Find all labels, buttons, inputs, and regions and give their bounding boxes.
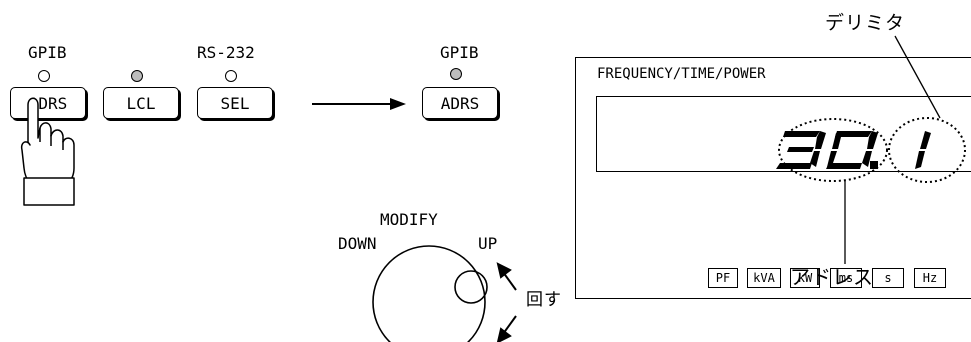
pressing-hand-icon: [22, 98, 74, 205]
modify-knob-icon: [373, 246, 487, 342]
rotate-down-arrow-icon: [498, 316, 516, 342]
delimiter-highlight: [889, 118, 965, 182]
rotate-up-arrow-icon: [498, 264, 516, 290]
transition-arrow: [312, 98, 406, 110]
delimiter-digit: [915, 131, 931, 169]
address-digits: [776, 131, 878, 169]
delimiter-leader-line: [895, 36, 940, 118]
